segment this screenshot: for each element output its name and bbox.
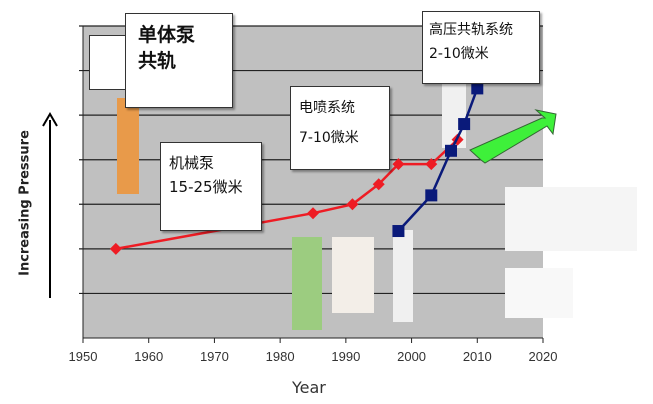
injector-image <box>332 237 374 313</box>
annotation-text: 15-25微米 <box>169 178 243 196</box>
data-point <box>425 189 438 202</box>
x-tick-label: 1950 <box>69 349 98 364</box>
x-tick-label: 2000 <box>397 349 426 364</box>
data-point <box>346 198 359 211</box>
data-point <box>109 242 122 255</box>
x-axis-label: Year <box>292 378 326 397</box>
x-tick-label: 2020 <box>529 349 558 364</box>
data-point <box>307 207 319 220</box>
data-point <box>392 158 405 171</box>
green-trend-arrow <box>469 109 557 164</box>
legend-label-red: 单体泵 <box>138 24 196 46</box>
annotation-text: 7-10微米 <box>299 130 359 146</box>
annotation-title: 机械泵 <box>169 154 215 172</box>
injector-image <box>505 187 637 251</box>
data-point <box>392 225 405 238</box>
x-tick-label: 1990 <box>331 349 360 364</box>
injector-image <box>393 230 413 322</box>
annotation-electronic-injection: 电喷系统 7-10微米 <box>290 86 390 170</box>
annotation-title: 高压共轨系统 <box>429 22 513 38</box>
data-point <box>471 82 484 95</box>
pressure-arrow-head <box>42 112 58 127</box>
data-point <box>372 178 385 191</box>
data-point <box>458 118 471 131</box>
annotation-text: 2-10微米 <box>429 46 489 62</box>
x-tick-label: 1980 <box>266 349 295 364</box>
data-point <box>445 144 457 157</box>
data-point <box>425 158 438 171</box>
x-tick-label: 2010 <box>463 349 492 364</box>
injector-image <box>292 237 322 330</box>
legend-label-blue: 共轨 <box>138 50 177 72</box>
annotation-title: 电喷系统 <box>299 100 355 116</box>
x-tick-label: 1970 <box>200 349 229 364</box>
annotation-common-rail: 高压共轨系统 2-10微米 <box>422 11 540 84</box>
legend <box>89 35 129 90</box>
x-tick-label: 1960 <box>134 349 163 364</box>
injector-image <box>505 268 573 318</box>
annotation-mechanical-pump: 机械泵 15-25微米 <box>160 142 262 231</box>
injector-image <box>117 98 139 194</box>
legend-labels: 单体泵 共轨 <box>125 13 233 108</box>
